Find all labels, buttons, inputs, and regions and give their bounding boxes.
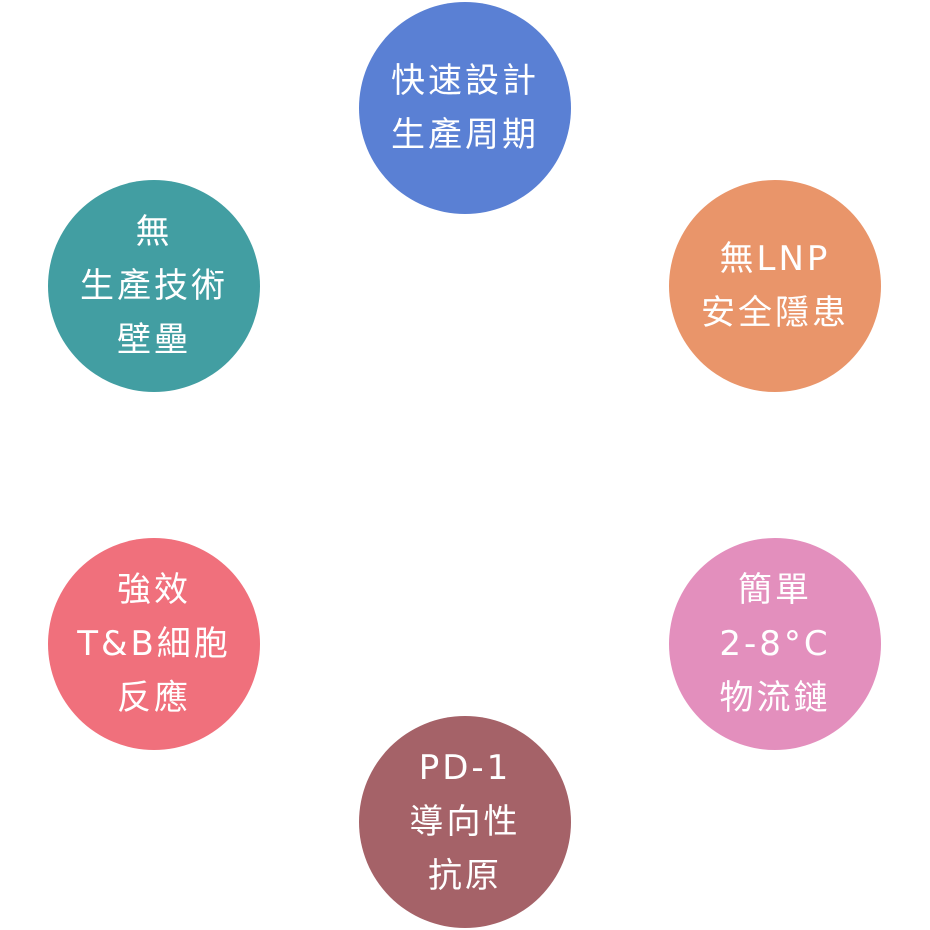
circle-label-line: 強效 <box>117 570 191 610</box>
circle-label-line: 無LNP <box>719 239 831 279</box>
circle-label-line: 簡單 <box>738 570 812 610</box>
circle-pd1-antigen: PD-1 導向性 抗原 <box>359 716 571 928</box>
circle-label-line: 2-8°C <box>719 624 831 664</box>
circle-no-tech-barrier: 無 生產技術 壁壘 <box>48 180 260 392</box>
circle-label-line: 無 <box>135 212 173 252</box>
circle-label-line: PD-1 <box>418 748 512 788</box>
circle-label-line: 物流鏈 <box>719 678 831 718</box>
circle-label-line: 安全隱患 <box>701 293 849 333</box>
circle-label-line: 快速設計 <box>391 61 539 101</box>
circle-label-line: 壁壘 <box>117 320 191 360</box>
circle-label-line: T&B細胞 <box>77 624 231 664</box>
circle-simple-logistics: 簡單 2-8°C 物流鏈 <box>669 538 881 750</box>
circle-label-line: 生產技術 <box>80 266 228 306</box>
circle-no-lnp: 無LNP 安全隱患 <box>669 180 881 392</box>
circle-label-line: 反應 <box>117 678 191 718</box>
circle-label-line: 抗原 <box>428 856 502 896</box>
circle-rapid-design: 快速設計 生產周期 <box>359 2 571 214</box>
circle-label-line: 生產周期 <box>391 115 539 155</box>
circle-label-line: 導向性 <box>409 802 521 842</box>
circle-tb-cell-response: 強效 T&B細胞 反應 <box>48 538 260 750</box>
